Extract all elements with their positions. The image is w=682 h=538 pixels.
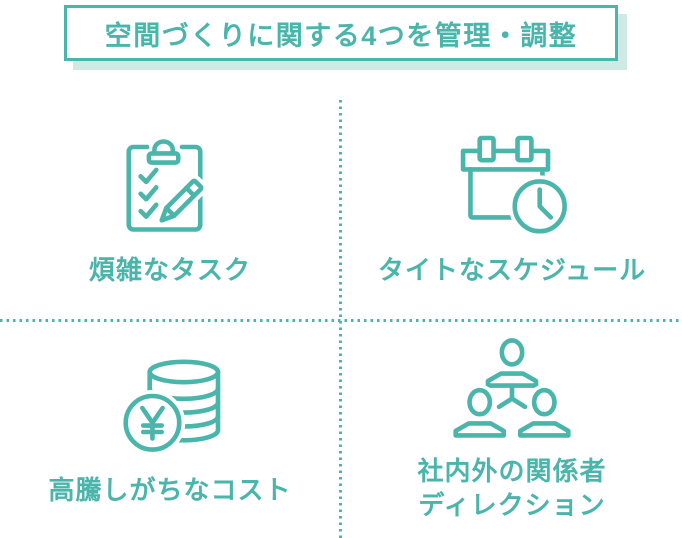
horizontal-dotted-divider xyxy=(0,319,682,322)
quadrant-schedule: タイトなスケジュール xyxy=(342,96,682,318)
calendar-clock-icon xyxy=(452,125,572,235)
page-title: 空間づくりに関する4つを管理・調整 xyxy=(104,20,578,51)
quadrant-tasks: 煩雑なタスク xyxy=(0,96,340,318)
quadrant-stakeholders-label-line2: ディレクション xyxy=(418,490,606,520)
quadrant-stakeholders-label-line1: 社内外の関係者 xyxy=(417,456,607,486)
quadrant-stakeholders: 社内外の関係者 ディレクション xyxy=(342,322,682,534)
clipboard-checklist-pencil-icon xyxy=(110,125,230,235)
quadrant-tasks-label: 煩雑なタスク xyxy=(88,255,251,285)
org-people-icon xyxy=(452,332,572,442)
quadrant-schedule-label: タイトなスケジュール xyxy=(377,255,647,285)
quadrant-cost-label: 高騰しがちなコスト xyxy=(48,475,292,505)
title-box: 空間づくりに関する4つを管理・調整 xyxy=(64,5,618,61)
yen-coins-icon xyxy=(110,347,230,457)
quadrant-cost: 高騰しがちなコスト xyxy=(0,322,340,534)
